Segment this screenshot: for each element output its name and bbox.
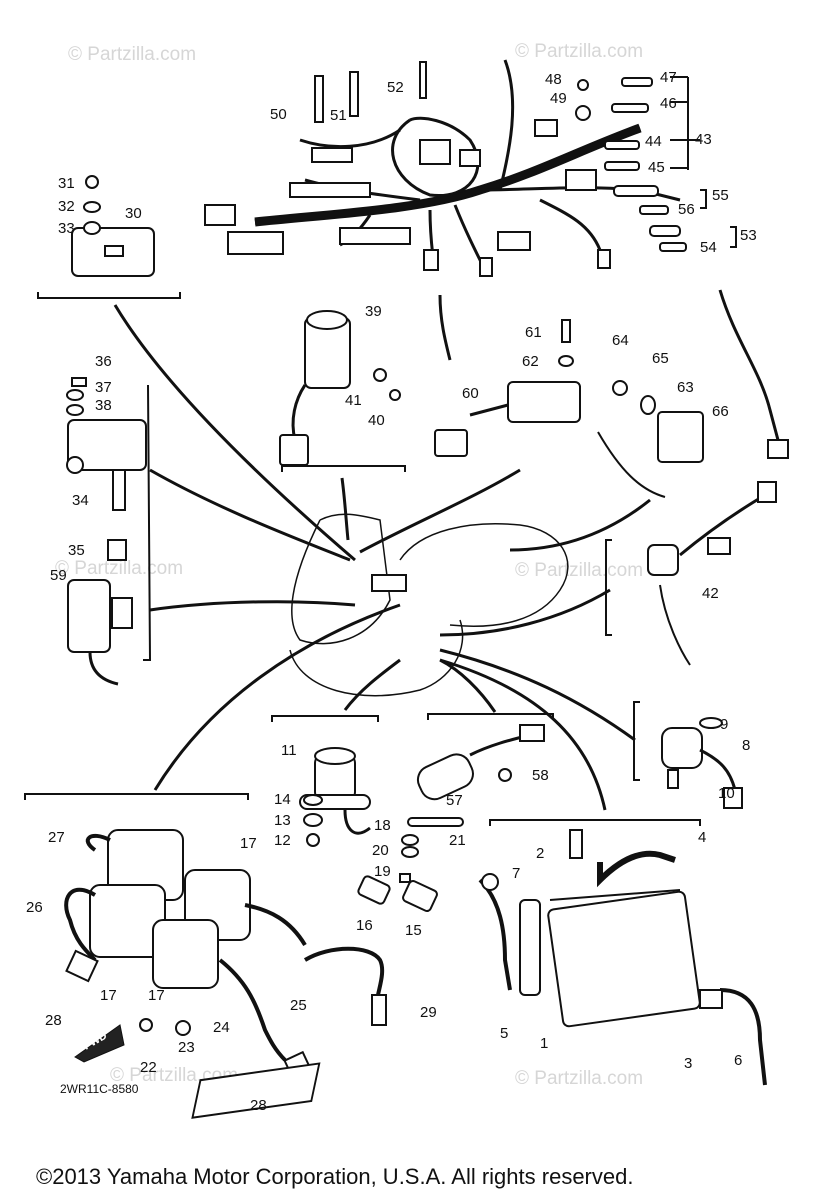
- callout-label: 58: [532, 767, 549, 784]
- watermark: © Partzilla.com: [515, 41, 643, 62]
- callout-label: 8: [742, 737, 750, 754]
- callout-label: 43: [695, 131, 712, 148]
- sensor-57: [416, 724, 545, 801]
- callout-label: 29: [420, 1004, 437, 1021]
- callout-label: 55: [712, 187, 729, 204]
- callout-label: 44: [645, 133, 662, 150]
- callout-label: 42: [702, 585, 719, 602]
- main-wire-harness: [204, 59, 681, 277]
- switch-8: [661, 717, 743, 809]
- callout-label: 5: [500, 1025, 508, 1042]
- callout-label: 48: [545, 71, 562, 88]
- relay-63: [612, 289, 789, 463]
- ignition-coils-17: [64, 829, 387, 1090]
- callout-label: 28: [45, 1012, 62, 1029]
- relay-group-left: [66, 377, 147, 686]
- callout-label: 6: [734, 1052, 742, 1069]
- callout-label: 30: [125, 205, 142, 222]
- relay-60: [434, 319, 581, 457]
- callout-label: 53: [740, 227, 757, 244]
- callout-label: 21: [449, 832, 466, 849]
- callout-label: 9: [720, 716, 728, 733]
- callout-label: 64: [612, 332, 629, 349]
- callout-label: 38: [95, 397, 112, 414]
- callout-label: 41: [345, 392, 362, 409]
- callout-label: 15: [405, 922, 422, 939]
- callout-label: 33: [58, 220, 75, 237]
- callout-label: 26: [26, 899, 43, 916]
- callout-label: 47: [660, 69, 677, 86]
- copyright-notice: ©2013 Yamaha Motor Corporation, U.S.A. A…: [36, 1164, 633, 1189]
- watermark: © Partzilla.com: [68, 44, 196, 65]
- callout-label: 34: [72, 492, 89, 509]
- callout-label: 36: [95, 353, 112, 370]
- callout-label: 65: [652, 350, 669, 367]
- callout-label: 13: [274, 812, 291, 829]
- callout-label: 35: [68, 542, 85, 559]
- callout-label: 60: [462, 385, 479, 402]
- callout-label: 12: [274, 832, 291, 849]
- callout-label: 10: [718, 785, 735, 802]
- callout-label: 57: [446, 792, 463, 809]
- callout-label: 7: [512, 865, 520, 882]
- callout-label: 23: [178, 1039, 195, 1056]
- callout-label: 14: [274, 791, 291, 808]
- callout-label: 39: [365, 303, 382, 320]
- callout-label: 32: [58, 198, 75, 215]
- callout-label: 49: [550, 90, 567, 107]
- watermark: © Partzilla.com: [515, 1068, 643, 1089]
- switch-11: [299, 747, 371, 847]
- fwd-arrow: FWD: [74, 1024, 125, 1063]
- callout-label: 31: [58, 175, 75, 192]
- callout-label: 66: [712, 403, 729, 420]
- callout-label: 63: [677, 379, 694, 396]
- callout-label: 17: [240, 835, 257, 852]
- callout-label: 1: [540, 1035, 548, 1052]
- callout-label: 51: [330, 107, 347, 124]
- callout-label: 22: [140, 1059, 157, 1076]
- callout-label: 37: [95, 379, 112, 396]
- callout-label: 61: [525, 324, 542, 341]
- main-switch-39: [279, 310, 401, 466]
- callout-label: 28: [250, 1097, 267, 1114]
- callout-label: 59: [50, 567, 67, 584]
- fuse-terminals: [575, 77, 687, 252]
- battery: [191, 829, 767, 1119]
- watermark: © Partzilla.com: [55, 558, 183, 579]
- leader-lines: [113, 294, 651, 811]
- callout-label: 17: [100, 987, 117, 1004]
- callout-label: 11: [281, 742, 297, 759]
- callout-label: 54: [700, 239, 717, 256]
- callout-label: 46: [660, 95, 677, 112]
- frame-outline: [289, 513, 569, 697]
- callout-label: 62: [522, 353, 539, 370]
- callout-label: 40: [368, 412, 385, 429]
- callout-label: 45: [648, 159, 665, 176]
- callout-label: 19: [374, 863, 391, 880]
- switches-15-16: [357, 817, 464, 912]
- watermark: © Partzilla.com: [515, 560, 643, 581]
- callout-label: 20: [372, 842, 389, 859]
- callout-label: 3: [684, 1055, 692, 1072]
- sensor-42: [647, 481, 777, 666]
- callout-label: 56: [678, 201, 695, 218]
- callout-label: 4: [698, 829, 706, 846]
- callout-label: 2: [536, 845, 544, 862]
- relay-unit-30: [71, 175, 155, 277]
- callout-label: 52: [387, 79, 404, 96]
- callout-label: 25: [290, 997, 307, 1014]
- callout-label: 27: [48, 829, 65, 846]
- callout-label: 16: [356, 917, 373, 934]
- callout-label: 24: [213, 1019, 230, 1036]
- callout-label: 50: [270, 106, 287, 123]
- diagram-code: 2WR11C-8580: [60, 1082, 139, 1096]
- callout-label: 17: [148, 987, 165, 1004]
- callout-label: 18: [374, 817, 391, 834]
